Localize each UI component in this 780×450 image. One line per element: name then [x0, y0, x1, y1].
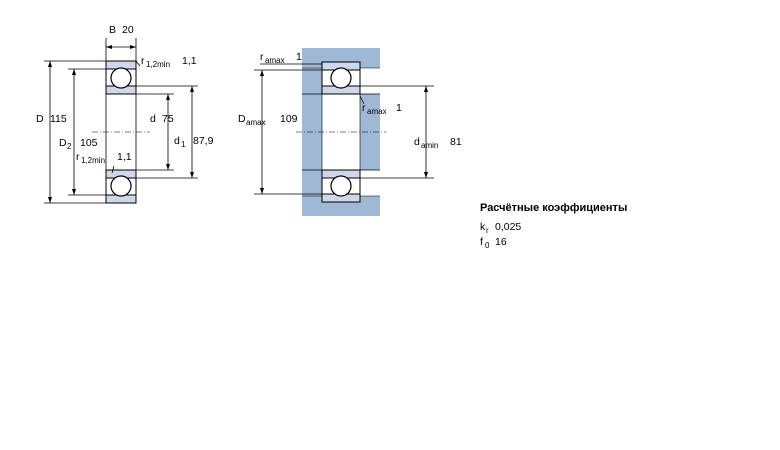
coefficients-block: Расчётные коэффициенты k r 0,025 f 0 16 — [480, 202, 627, 250]
right-dimension-lines — [254, 63, 434, 195]
dim-symbol: d — [174, 135, 180, 147]
label-ra-mid: r amax 1 — [362, 102, 402, 116]
housing-bottom — [302, 202, 380, 216]
ball-bottom — [110, 175, 132, 197]
label-r12-bottom: r 1,2min 1,1 — [76, 151, 132, 165]
coef-f0: f 0 16 — [480, 236, 507, 250]
dim-symbol: D — [59, 137, 67, 149]
dim-symbol: r — [362, 102, 366, 114]
dim-symbol: r — [76, 151, 80, 163]
ball-top — [110, 67, 132, 89]
ball-top — [330, 67, 352, 89]
dim-symbol: D — [238, 113, 246, 125]
dim-symbol: r — [260, 51, 264, 63]
seal-bottom — [105, 178, 137, 195]
dim-subscript: amax — [246, 118, 266, 127]
dim-symbol: r — [141, 55, 145, 67]
right-mounted-view — [296, 48, 386, 216]
coef-kr: k r 0,025 — [480, 221, 521, 235]
dim-value: 115 — [50, 113, 67, 125]
dim-value: 109 — [280, 113, 298, 125]
coef-subscript: r — [486, 226, 489, 235]
dim-value: 1 — [296, 51, 302, 63]
label-D2: D 2 105 — [59, 137, 98, 151]
label-r12-top: r 1,2min 1,1 — [141, 55, 197, 69]
dim-value: 87,9 — [193, 135, 214, 147]
dim-subscript: amax — [265, 56, 285, 65]
left-bearing-view — [92, 60, 150, 204]
label-Da: D amax 109 — [238, 113, 298, 127]
dim-subscript: 1 — [181, 140, 186, 149]
dim-value: 105 — [80, 137, 98, 149]
coef-value: 0,025 — [495, 221, 521, 233]
label-da: d amin 81 — [414, 136, 462, 150]
dim-value: 81 — [450, 136, 462, 148]
coef-symbol: k — [480, 221, 486, 233]
seal-top — [105, 69, 137, 86]
dim-symbol: D — [36, 113, 44, 125]
label-D: D 115 — [36, 113, 67, 125]
dim-subscript: amax — [367, 107, 387, 116]
dim-subscript: 1,2min — [81, 156, 105, 165]
dim-subscript: 2 — [67, 142, 72, 151]
label-B: B 20 — [109, 24, 134, 36]
left-arrowheads — [48, 45, 194, 203]
dim-value: 75 — [162, 113, 174, 125]
dim-subscript: 1,2min — [146, 60, 170, 69]
coef-symbol: f — [480, 236, 483, 248]
coef-subscript: 0 — [485, 241, 490, 250]
housing-top — [302, 48, 380, 62]
dim-symbol: d — [150, 113, 156, 125]
dim-subscript: amin — [421, 141, 438, 150]
label-ra-top: r amax 1 — [260, 51, 302, 65]
right-arrowheads — [260, 70, 428, 194]
dim-value: 1,1 — [182, 55, 197, 67]
dim-value: 1,1 — [117, 151, 132, 163]
dim-symbol: d — [414, 136, 420, 148]
dim-value: 20 — [122, 24, 134, 36]
dim-value: 1 — [396, 102, 402, 114]
coef-value: 16 — [495, 236, 507, 248]
ball-bottom — [330, 175, 352, 197]
left-dimension-lines — [44, 38, 198, 204]
label-d: d 75 — [150, 113, 174, 125]
label-d1: d 1 87,9 — [174, 135, 214, 149]
dim-symbol: B — [109, 24, 116, 36]
coefficients-heading: Расчётные коэффициенты — [480, 202, 627, 214]
